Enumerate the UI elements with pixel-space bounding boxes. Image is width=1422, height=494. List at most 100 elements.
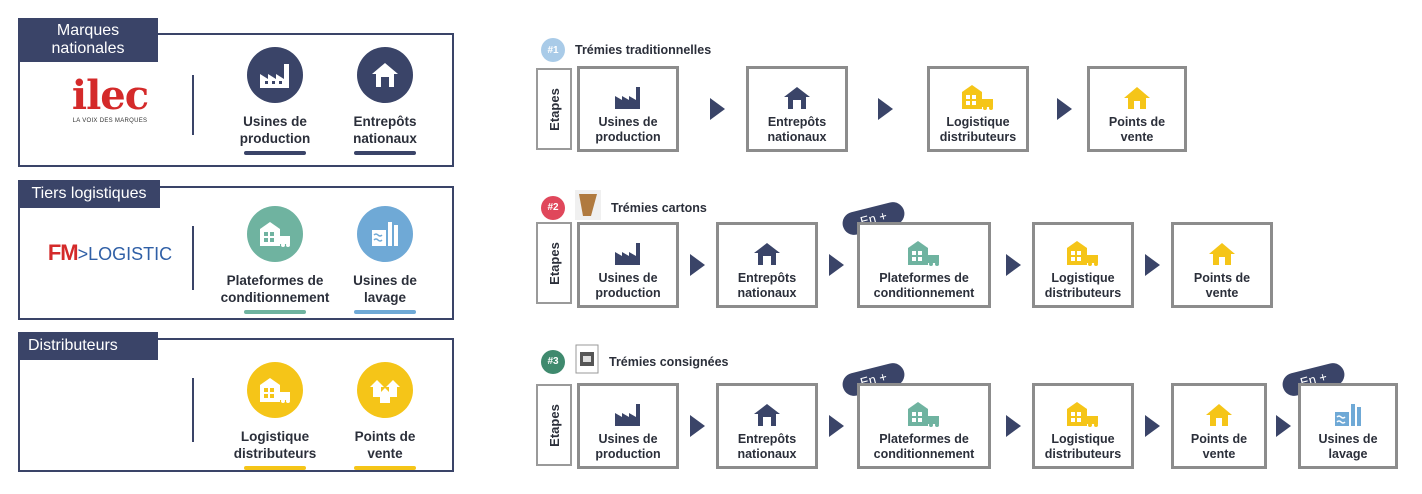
cardboard-hopper-icon — [575, 190, 601, 225]
chip-points-de-vente: Points de vente — [330, 362, 440, 470]
step-label: Usines de production — [595, 432, 661, 461]
step-label: Usines de production — [595, 271, 661, 300]
chip-entrepots-nationaux: Entrepôts nationaux — [330, 47, 440, 155]
ilec-logo: ilec LA VOIX DES MARQUES — [50, 35, 170, 165]
chip-underline — [244, 466, 306, 470]
panel-tiers-logistiques: FM>LOGISTIC Plateformes de conditionneme… — [18, 186, 454, 320]
panel-separator — [192, 378, 194, 442]
arrow-right-icon — [829, 254, 844, 276]
arrow-right-icon — [1006, 415, 1021, 437]
platform-icon — [860, 394, 988, 428]
fm-logo-text: FM — [47, 240, 79, 265]
points-of-sale-icon — [357, 362, 413, 418]
warehouse-icon — [357, 47, 413, 103]
arrow-right-icon — [1057, 98, 1072, 120]
panel-tab-marques-nationales: Marques nationales — [18, 18, 158, 62]
step-label: Logistique distributeurs — [939, 115, 1017, 144]
step-entrepots-nationaux: Entrepôts nationaux — [716, 383, 818, 469]
arrow-right-icon — [1276, 415, 1291, 437]
chip-label: Entrepôts nationaux — [353, 114, 417, 146]
chip-underline — [354, 151, 416, 155]
factory-icon — [580, 233, 676, 267]
flow-number-badge: #1 — [541, 38, 565, 62]
logistic-logo-text: >LOGISTIC — [77, 244, 173, 264]
home-icon — [1090, 77, 1184, 111]
step-label: Usines de production — [595, 115, 661, 144]
chip-underline — [354, 310, 416, 314]
step-label: Entrepôts nationaux — [767, 115, 827, 144]
step-logistique-distributeurs: Logistique distributeurs — [927, 66, 1029, 152]
distribution-logistics-icon — [1035, 394, 1131, 428]
arrow-right-icon — [710, 98, 725, 120]
step-label: Points de vente — [1108, 115, 1166, 144]
flow-number-badge: #2 — [541, 195, 565, 220]
arrow-right-icon — [1006, 254, 1021, 276]
step-points-de-vente: Points de vente — [1087, 66, 1187, 152]
arrow-right-icon — [878, 98, 893, 120]
chip-usines-de-production: Usines de production — [220, 47, 330, 155]
step-logistique-distributeurs: Logistique distributeurs — [1032, 383, 1134, 469]
home-icon — [1174, 394, 1264, 428]
warehouse-icon — [749, 77, 845, 111]
chip-underline — [244, 151, 306, 155]
flow-title: Trémies cartons — [611, 200, 707, 215]
step-usines-de-production: Usines de production — [577, 66, 679, 152]
panel-tab-tiers-logistiques: Tiers logistiques — [18, 180, 160, 208]
step-label: Plateformes de conditionnement — [873, 432, 975, 461]
etapes-label: Etapes — [536, 384, 572, 466]
returnable-hopper-icon — [575, 344, 599, 379]
step-label: Points de vente — [1190, 432, 1248, 461]
step-logistique-distributeurs: Logistique distributeurs — [1032, 222, 1134, 308]
chip-label: Logistique distributeurs — [233, 429, 317, 461]
home-icon — [1174, 233, 1270, 267]
flow-3-header: #3 Trémies consignées — [541, 344, 729, 379]
chip-underline — [354, 466, 416, 470]
step-entrepots-nationaux: Entrepôts nationaux — [746, 66, 848, 152]
chip-label: Usines de production — [239, 114, 311, 146]
step-label: Entrepôts nationaux — [737, 432, 797, 461]
chip-underline — [244, 310, 306, 314]
arrow-right-icon — [690, 254, 705, 276]
ilec-logo-tagline: LA VOIX DES MARQUES — [72, 118, 148, 124]
warehouse-icon — [719, 233, 815, 267]
flow-title: Trémies consignées — [609, 354, 729, 369]
washing-plant-icon — [357, 206, 413, 262]
step-label: Entrepôts nationaux — [737, 271, 797, 300]
etapes-label: Etapes — [536, 222, 572, 304]
step-plateformes-de-conditionnement: Plateformes de conditionnement — [857, 383, 991, 469]
ilec-logo-text: ilec — [71, 72, 149, 119]
fm-logistic-logo: FM>LOGISTIC — [47, 188, 173, 318]
step-label: Logistique distributeurs — [1044, 271, 1122, 300]
distribution-logistics-icon — [930, 77, 1026, 111]
panel-tab-distributeurs: Distributeurs — [18, 332, 158, 360]
chip-label: Plateformes de conditionnement — [220, 273, 330, 305]
arrow-right-icon — [1145, 415, 1160, 437]
step-usines-de-production: Usines de production — [577, 222, 679, 308]
distribution-logistics-icon — [1035, 233, 1131, 267]
chip-usines-de-lavage: Usines de lavage — [330, 206, 440, 314]
distribution-logistics-icon — [247, 362, 303, 418]
chip-label: Points de vente — [354, 429, 416, 461]
step-points-de-vente: Points de vente — [1171, 383, 1267, 469]
step-plateformes-de-conditionnement: Plateformes de conditionnement — [857, 222, 991, 308]
flow-number-badge: #3 — [541, 349, 565, 374]
chip-label: Usines de lavage — [353, 273, 417, 305]
etapes-label: Etapes — [536, 68, 572, 150]
factory-icon — [247, 47, 303, 103]
factory-icon — [580, 394, 676, 428]
etapes-text: Etapes — [546, 403, 562, 447]
arrow-right-icon — [1145, 254, 1160, 276]
step-label: Plateformes de conditionnement — [873, 271, 975, 300]
arrow-right-icon — [829, 415, 844, 437]
step-label: Usines de lavage — [1318, 432, 1378, 461]
flow-title: Trémies traditionnelles — [575, 43, 712, 57]
chip-logistique-distributeurs: Logistique distributeurs — [220, 362, 330, 470]
panel-separator — [192, 75, 194, 135]
step-usines-de-production: Usines de production — [577, 383, 679, 469]
chip-plateformes-de-conditionnement: Plateformes de conditionnement — [215, 206, 335, 314]
panel-marques-nationales: ilec LA VOIX DES MARQUES Usines de produ… — [18, 33, 454, 167]
platform-icon — [860, 233, 988, 267]
step-points-de-vente: Points de vente — [1171, 222, 1273, 308]
step-label: Points de vente — [1193, 271, 1251, 300]
etapes-text: Etapes — [546, 87, 562, 131]
